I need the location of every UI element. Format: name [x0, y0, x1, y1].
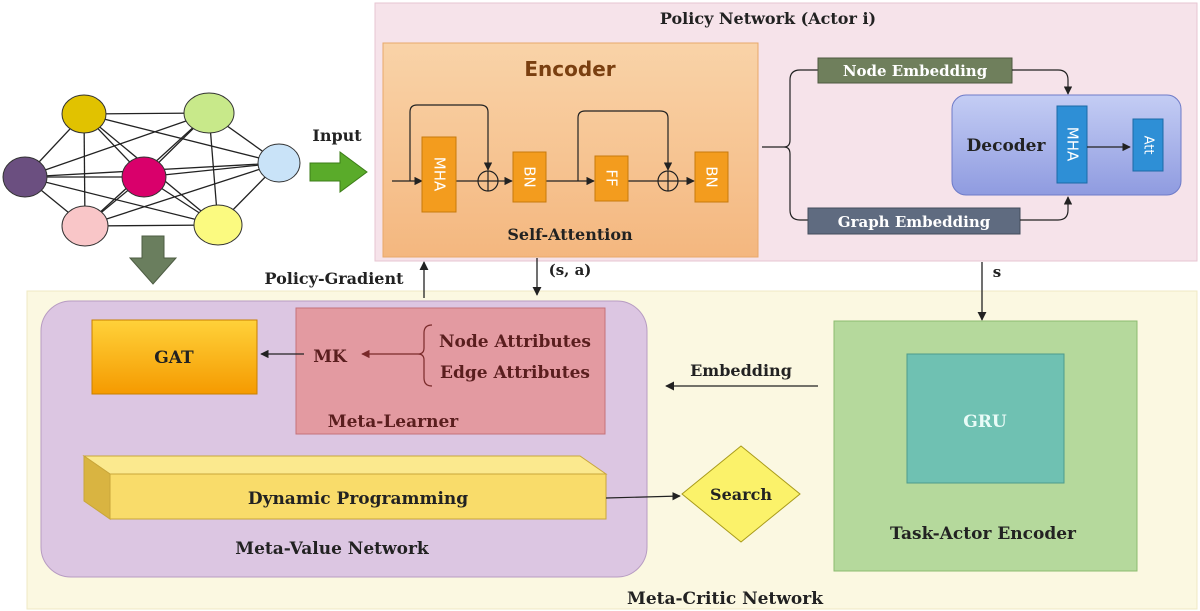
task-actor-encoder-label: Task-Actor Encoder — [890, 524, 1077, 544]
graph-embedding-box — [807, 207, 1021, 235]
policy-network-title: Policy Network (Actor i) — [660, 9, 876, 28]
meta-learner-box — [295, 307, 606, 435]
state-action-label: (s, a) — [549, 261, 592, 279]
bn-block-2-label: BN — [703, 166, 721, 188]
graph-node-pink — [61, 205, 109, 247]
graph-node-light-yellow — [193, 204, 243, 246]
decoder-mha-label: MHA — [1064, 127, 1082, 162]
mha-block-label: MHA — [431, 157, 449, 192]
policy-gradient-label: Policy-Gradient — [264, 269, 404, 288]
graph-node-magenta — [121, 156, 167, 198]
decoder-mha-block — [1056, 105, 1088, 184]
encoder-output-brace — [762, 69, 818, 221]
mk-label: MK — [313, 347, 348, 367]
residual-add-1 — [477, 170, 499, 192]
graph-node-purple — [2, 156, 48, 198]
node-embedding-label: Node Embedding — [843, 62, 988, 80]
dynamic-programming-box — [82, 455, 608, 520]
state-label: s — [993, 263, 1001, 281]
mha-block — [421, 136, 457, 213]
decoder-label: Decoder — [967, 136, 1047, 156]
gru-label: GRU — [963, 412, 1007, 432]
self-attention-label: Self-Attention — [507, 225, 633, 244]
residual-add-2 — [657, 170, 679, 192]
bn-block-1-label: BN — [521, 166, 539, 188]
graph-node-light-green — [183, 92, 235, 134]
encoder-connections — [392, 104, 695, 186]
att-label: Att — [1141, 136, 1156, 155]
ff-block — [594, 155, 629, 202]
graph-down-arrow — [128, 235, 178, 285]
meta-learner-label: Meta-Learner — [328, 412, 459, 432]
search-diamond — [681, 445, 801, 543]
encoder-title: Encoder — [524, 57, 615, 81]
gat-label: GAT — [154, 348, 194, 368]
gat-box — [91, 319, 258, 395]
graph-embedding-label: Graph Embedding — [838, 213, 991, 231]
graph-node-yellow — [61, 94, 107, 134]
bn-block-1 — [512, 151, 547, 203]
node-attributes-label: Node Attributes — [439, 332, 591, 352]
bn-block-2 — [694, 151, 729, 203]
dynamic-programming-label: Dynamic Programming — [248, 489, 468, 509]
input-graph-nodes — [2, 92, 301, 247]
att-block — [1132, 118, 1164, 172]
input-arrow — [309, 151, 368, 193]
input-label: Input — [312, 126, 362, 145]
attributes-brace — [416, 324, 433, 387]
meta-value-title: Meta-Value Network — [235, 539, 430, 559]
node-embedding-arrow — [1012, 69, 1073, 95]
gru-box — [906, 353, 1065, 484]
edge-attributes-label: Edge Attributes — [440, 363, 590, 383]
graph-embedding-arrow — [1020, 196, 1073, 221]
search-label: Search — [710, 485, 772, 504]
embedding-label: Embedding — [690, 361, 792, 380]
dp-to-search-arrow — [605, 492, 681, 501]
meta-critic-title: Meta-Critic Network — [627, 589, 824, 609]
graph-node-light-blue — [257, 143, 301, 183]
ff-block-label: FF — [603, 169, 621, 186]
